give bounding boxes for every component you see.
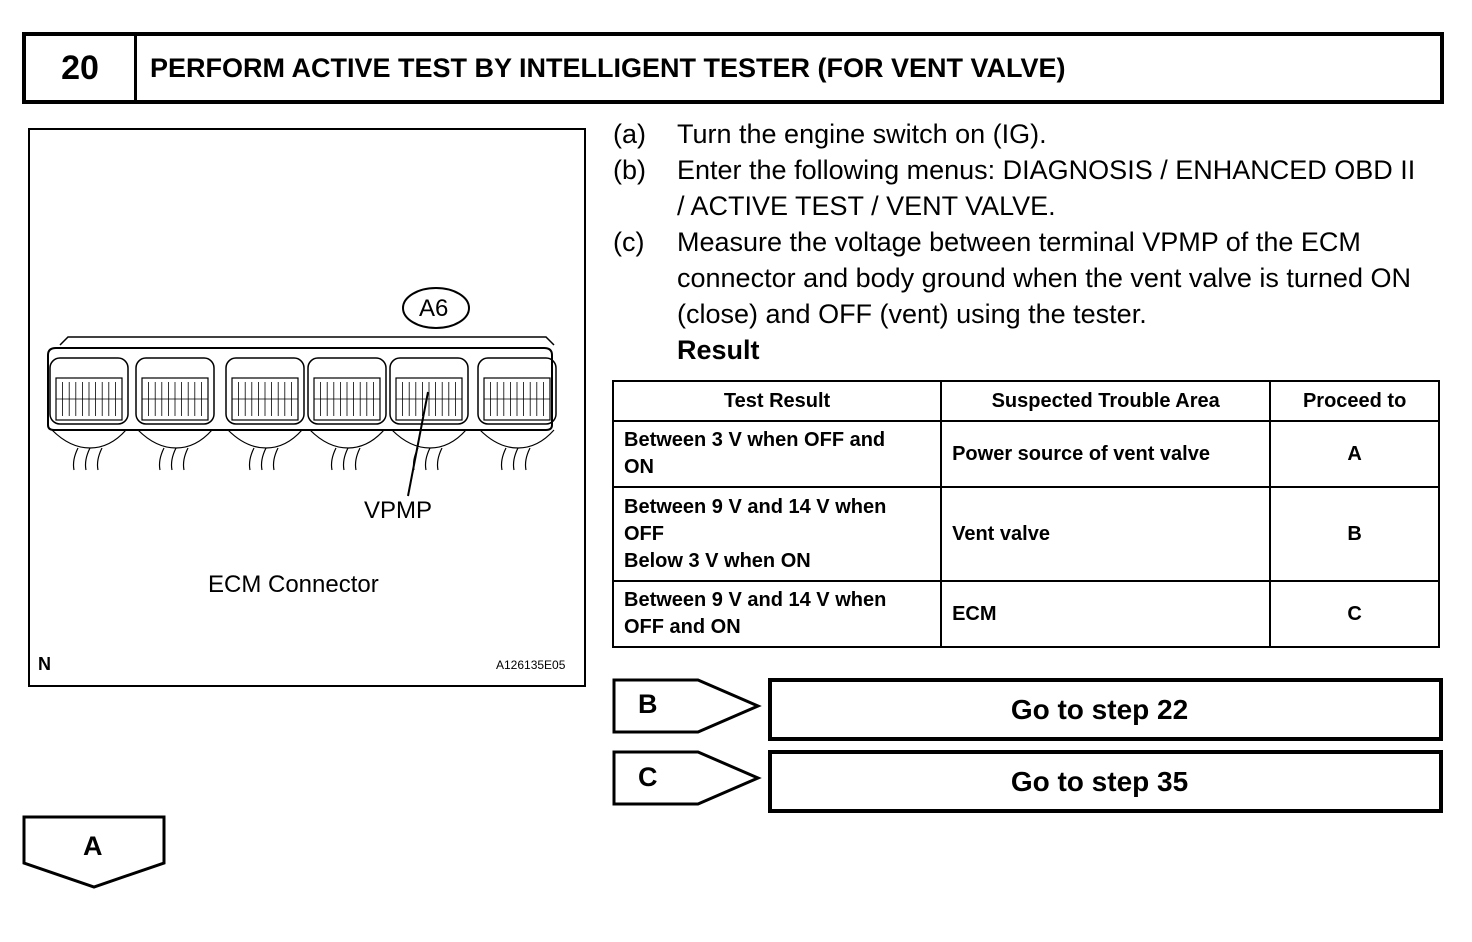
goto-label: Go to step 35	[1010, 765, 1189, 797]
branch-c-arrow[interactable]: C	[612, 750, 762, 806]
connector-block	[225, 357, 305, 425]
goto-step-35-button[interactable]: Go to step 35	[768, 750, 1443, 813]
wire	[500, 447, 507, 471]
step-a: (a) Turn the engine switch on (IG).	[613, 116, 1453, 152]
result-line: OFF	[624, 522, 664, 545]
wire	[96, 447, 103, 471]
figure-caption: ECM Connector	[208, 571, 379, 598]
wire	[512, 447, 519, 471]
arrow-right-icon	[612, 678, 762, 734]
goto-label: Go to step 22	[1010, 693, 1189, 725]
wire	[182, 447, 189, 471]
step-title: PERFORM ACTIVE TEST BY INTELLIGENT TESTE…	[150, 52, 1066, 83]
connector-block	[389, 357, 469, 425]
step-b: (b) Enter the following menus: DIAGNOSIS…	[613, 152, 1453, 224]
proceed-cell: C	[1269, 580, 1440, 648]
step-letter: (c)	[613, 227, 645, 257]
branch-a-arrow[interactable]: A	[22, 815, 168, 891]
connector-block	[135, 357, 215, 425]
wire	[158, 447, 165, 471]
wire	[272, 447, 279, 471]
test-result-cell: Between 9 V and 14 V when OFF and ON	[611, 580, 943, 648]
step-header: 20 PERFORM ACTIVE TEST BY INTELLIGENT TE…	[22, 32, 1444, 104]
wire-harness	[227, 429, 303, 449]
result-line: Between 9 V and 14 V when	[624, 589, 887, 611]
arrow-right-icon	[612, 750, 762, 806]
terminal-label: VPMP	[364, 497, 433, 524]
connector-code: A6	[419, 295, 449, 322]
wire	[72, 447, 79, 471]
header-proceed-to: Proceed to	[1269, 380, 1440, 422]
branch-letter: B	[638, 689, 658, 719]
trouble-area-cell: Vent valve	[940, 486, 1272, 582]
result-table: Test Result Suspected Trouble Area Proce…	[611, 380, 1440, 648]
trouble-area-cell: Power source of vent valve	[940, 420, 1272, 488]
ecm-connector-figure: A6 VPMP ECM Connector N A126135E05	[28, 128, 586, 687]
result-line: ON	[624, 456, 654, 478]
header-trouble-area: Suspected Trouble Area	[940, 380, 1272, 422]
wire	[170, 447, 177, 471]
step-c: (c) Measure the voltage between terminal…	[613, 224, 1453, 332]
table-row: Between 9 V and 14 V when OFF Below 3 V …	[611, 486, 1440, 582]
branch-letter: A	[83, 831, 103, 861]
result-label: Result	[677, 335, 760, 365]
wire	[424, 447, 431, 471]
header-test-result: Test Result	[611, 380, 943, 422]
wire-harness	[479, 429, 555, 449]
connector-block	[477, 357, 557, 425]
result-line: Between 3 V when OFF and	[624, 429, 886, 451]
wire	[84, 447, 91, 471]
wire-harness	[309, 429, 385, 449]
table-header-row: Test Result Suspected Trouble Area Proce…	[611, 380, 1440, 422]
wire-harness	[137, 429, 213, 449]
branch-b-arrow[interactable]: B	[612, 678, 762, 734]
proceed-cell: B	[1269, 486, 1440, 582]
proceed-cell: A	[1269, 420, 1440, 488]
result-line: Below 3 V when ON	[624, 549, 811, 572]
step-letter: (a)	[613, 119, 646, 149]
step-text: Measure the voltage between terminal VPM…	[677, 227, 1411, 329]
wire	[354, 447, 361, 471]
wire	[248, 447, 255, 471]
wire	[436, 447, 443, 471]
wire	[260, 447, 267, 471]
wire	[342, 447, 349, 471]
connector-block	[307, 357, 387, 425]
table-row: Between 9 V and 14 V when OFF and ON ECM…	[611, 580, 1440, 648]
branch-letter: C	[638, 762, 658, 792]
trouble-area-cell: ECM	[940, 580, 1272, 648]
test-result-cell: Between 3 V when OFF and ON	[611, 420, 943, 488]
step-number: 20	[26, 36, 137, 100]
table-row: Between 3 V when OFF and ON Power source…	[611, 420, 1440, 488]
figure-id: A126135E05	[496, 658, 566, 672]
connector-block	[49, 357, 129, 425]
result-line: Between 9 V and 14 V when	[624, 495, 887, 518]
corner-mark: N	[38, 654, 51, 674]
wire-harness	[51, 429, 127, 449]
test-result-cell: Between 9 V and 14 V when OFF Below 3 V …	[611, 486, 943, 582]
result-line: OFF and ON	[624, 616, 741, 638]
wire-harness	[391, 429, 467, 449]
step-text: Turn the engine switch on (IG).	[677, 119, 1047, 149]
wire	[330, 447, 337, 471]
goto-step-22-button[interactable]: Go to step 22	[768, 678, 1443, 741]
wire	[524, 447, 531, 471]
step-text: Enter the following menus: DIAGNOSIS / E…	[677, 155, 1416, 221]
arrow-down-icon	[22, 815, 166, 889]
procedure-steps: (a) Turn the engine switch on (IG). (b) …	[613, 116, 1453, 368]
step-letter: (b)	[613, 155, 646, 185]
ecm-connector-drawing	[47, 287, 557, 497]
